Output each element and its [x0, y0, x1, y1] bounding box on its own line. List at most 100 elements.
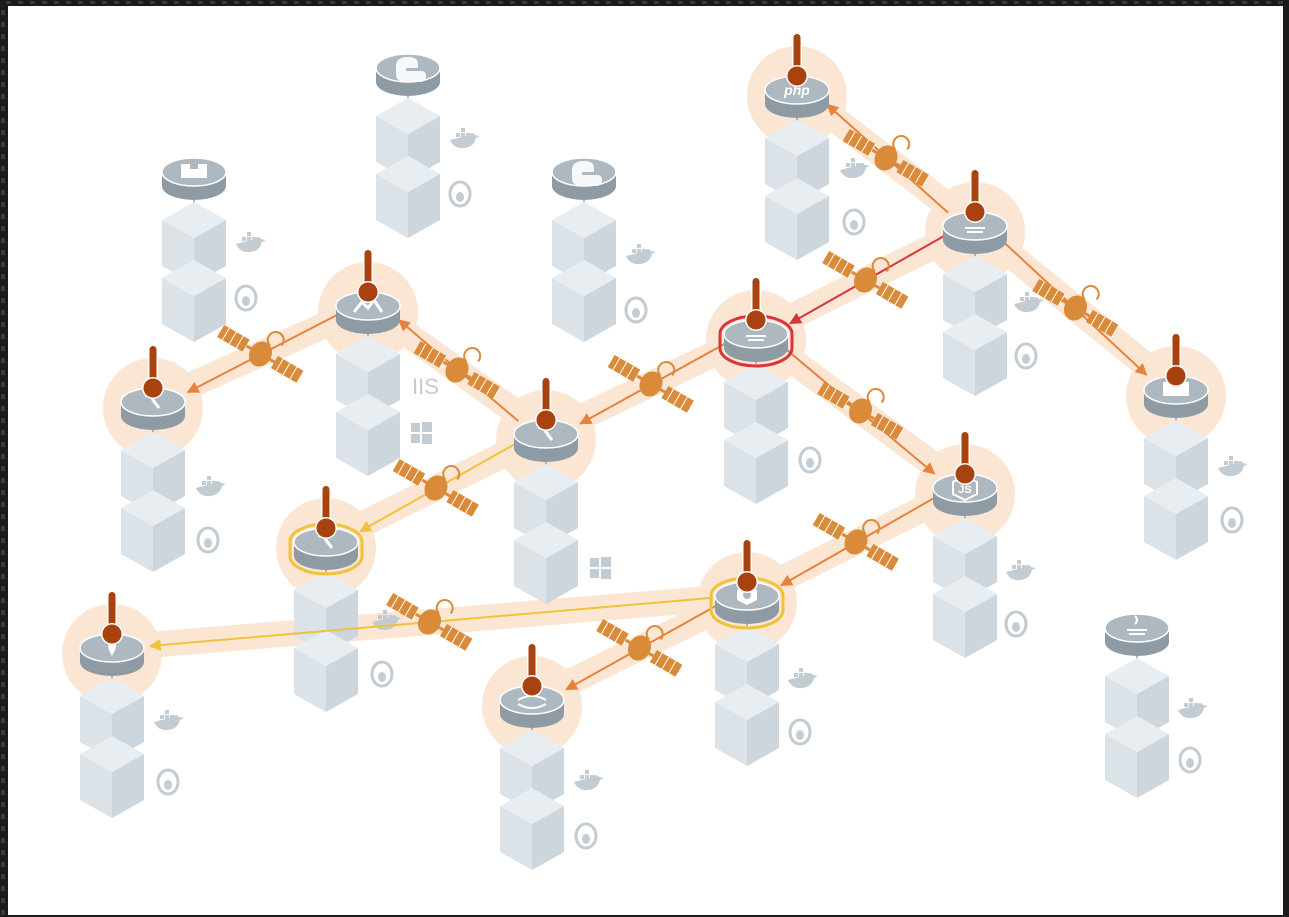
- cube-face-top: [1144, 478, 1208, 514]
- container-stack: IIS: [336, 326, 439, 476]
- cube-face-left: [376, 174, 408, 238]
- cube-face-right: [546, 540, 578, 604]
- linux-icon: [156, 768, 180, 796]
- angular-icon: [352, 297, 384, 313]
- highlight-ring: [718, 314, 794, 368]
- thermometer-icon: [964, 168, 986, 223]
- cube-face-top: [121, 490, 185, 526]
- thermometer-icon: [736, 538, 758, 593]
- cube-face-top: [724, 422, 788, 458]
- linux-icon: [1178, 746, 1202, 774]
- thermometer-icon: [521, 642, 543, 697]
- cube-face-left: [715, 702, 747, 766]
- server-box-right[interactable]: [1143, 375, 1209, 418]
- cube-face-right: [326, 648, 358, 712]
- linux-icon: [448, 180, 472, 208]
- linux-icon: [1004, 610, 1028, 638]
- docker-icon: [1218, 456, 1248, 477]
- thermometer-icon: [745, 276, 767, 331]
- cube-face-right: [368, 412, 400, 476]
- cube-face-left: [1105, 734, 1137, 798]
- linux-icon: [370, 660, 394, 688]
- server-top: [1104, 613, 1170, 643]
- cube-face-top: [552, 202, 616, 238]
- thermometer-layer: [101, 32, 1187, 697]
- cube-face-left: [1144, 496, 1176, 560]
- satellite-icon: [392, 458, 480, 518]
- satellite-icon: [386, 592, 474, 652]
- cube-face-top: [933, 518, 997, 554]
- cube-face-top: [336, 336, 400, 372]
- container-stack: [1144, 410, 1248, 560]
- server-mongo[interactable]: [79, 633, 145, 676]
- docker-icon: [574, 770, 604, 791]
- satellite-layer: [217, 128, 1120, 678]
- server-python-top[interactable]: [375, 53, 441, 96]
- linux-icon: [1014, 342, 1038, 370]
- cube-face-top: [552, 260, 616, 296]
- docker-icon: [1014, 292, 1044, 313]
- satellite-icon: [812, 512, 900, 572]
- container-stack: [933, 508, 1036, 658]
- cube-face-top: [943, 314, 1007, 350]
- cube-face-top: [715, 626, 779, 662]
- thermometer-icon: [315, 484, 337, 539]
- docker-icon: [196, 476, 226, 497]
- server-tool-mid[interactable]: [513, 419, 579, 462]
- cube-face-left: [80, 754, 112, 818]
- server-loop[interactable]: [499, 685, 565, 728]
- diagram-frame: [8, 6, 1283, 915]
- thermometer-icon: [101, 590, 123, 645]
- docker-icon: [788, 668, 818, 689]
- cube-face-top: [294, 630, 358, 666]
- cube-face-top: [724, 364, 788, 400]
- linux-icon: [798, 446, 822, 474]
- cube-face-top: [80, 678, 144, 714]
- thermometer-icon: [142, 344, 164, 399]
- cube-face-right: [112, 754, 144, 818]
- docker-icon: [1178, 698, 1208, 719]
- cube-face-right: [797, 196, 829, 260]
- cube-face-top: [1105, 658, 1169, 694]
- container-stack: [121, 422, 226, 572]
- server-python-mid[interactable]: [551, 157, 617, 200]
- cube-face-left: [336, 412, 368, 476]
- container-stack: [514, 454, 611, 604]
- cube-face-top: [514, 522, 578, 558]
- docker-icon: [154, 710, 184, 731]
- cube-face-left: [162, 278, 194, 342]
- server-box-left[interactable]: [161, 157, 227, 200]
- cube-face-top: [514, 464, 578, 500]
- server-php[interactable]: php: [764, 75, 830, 118]
- docker-icon: [840, 158, 870, 179]
- satellite-icon: [817, 381, 905, 441]
- server-angular[interactable]: [335, 291, 401, 334]
- cube-face-top: [162, 260, 226, 296]
- stack-label: IIS: [412, 374, 439, 399]
- cube-face-left: [552, 278, 584, 342]
- cube-face-right: [153, 508, 185, 572]
- thermometer-icon: [954, 430, 976, 485]
- server-java-red[interactable]: [718, 314, 794, 368]
- cube-face-left: [943, 332, 975, 396]
- cube-face-top: [1144, 420, 1208, 456]
- linux-icon: [196, 526, 220, 554]
- cube-face-top: [162, 202, 226, 238]
- cube-face-top: [376, 156, 440, 192]
- cube-face-top: [121, 432, 185, 468]
- python-icon: [396, 57, 426, 82]
- server-nodejs[interactable]: JS: [932, 473, 998, 516]
- satellite-icon: [217, 324, 305, 384]
- cube-face-right: [756, 440, 788, 504]
- cube-face-right: [965, 594, 997, 658]
- cube-face-top: [336, 394, 400, 430]
- cube-face-top: [500, 730, 564, 766]
- server-tool-left[interactable]: [120, 387, 186, 430]
- container-stack: [294, 562, 402, 712]
- cube-face-top: [715, 684, 779, 720]
- python-icon: [572, 161, 602, 186]
- highlight-ring: [288, 522, 364, 576]
- cube-face-top: [765, 178, 829, 214]
- server-java-isolated[interactable]: [1104, 613, 1170, 656]
- docker-icon: [1006, 560, 1036, 581]
